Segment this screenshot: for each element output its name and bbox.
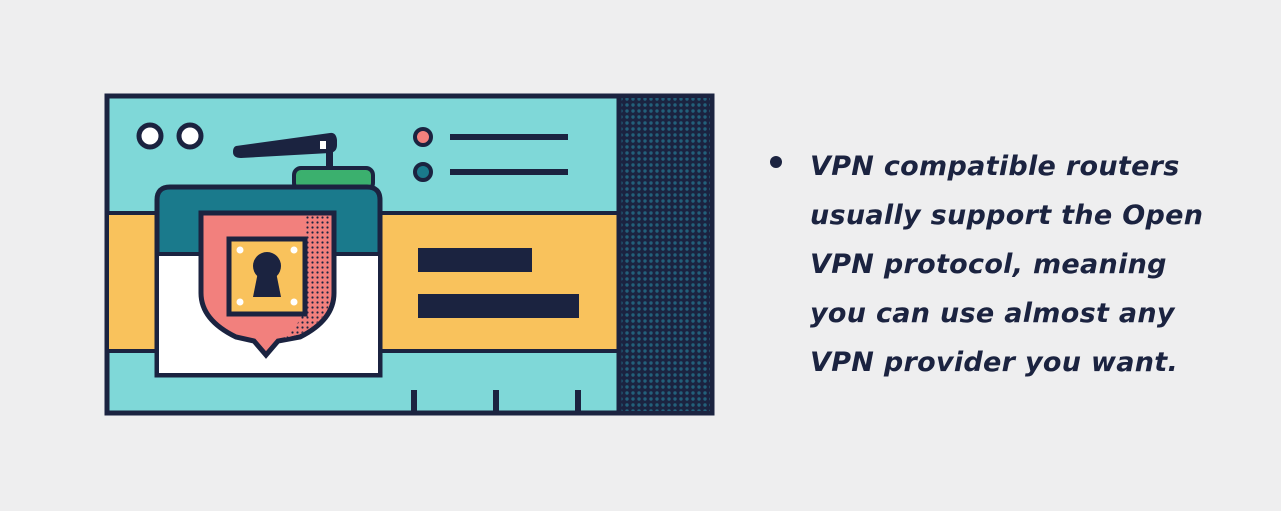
window-dot-icon [176,122,204,150]
text-bar [418,248,532,272]
bullet-line: VPN compatible routers [810,151,1180,182]
bullet-line: usually support the Open [810,200,1204,231]
dotted-side-panel [619,98,710,411]
bullet-text: VPN compatible routers usually support t… [810,142,1210,387]
bullet-dot-icon [770,156,782,168]
window-dot-icon [136,122,164,150]
antenna-icon [233,132,337,158]
shield-icon [198,210,337,359]
bullet-line: you can use almost any [810,298,1175,329]
bullet-line: VPN protocol, meaning [810,249,1167,280]
text-bar [418,294,579,318]
list-dot-red-icon [413,127,433,147]
list-dot-teal-icon [413,162,433,182]
keyhole-icon [253,252,281,297]
bullet-line: VPN provider you want. [810,347,1179,378]
